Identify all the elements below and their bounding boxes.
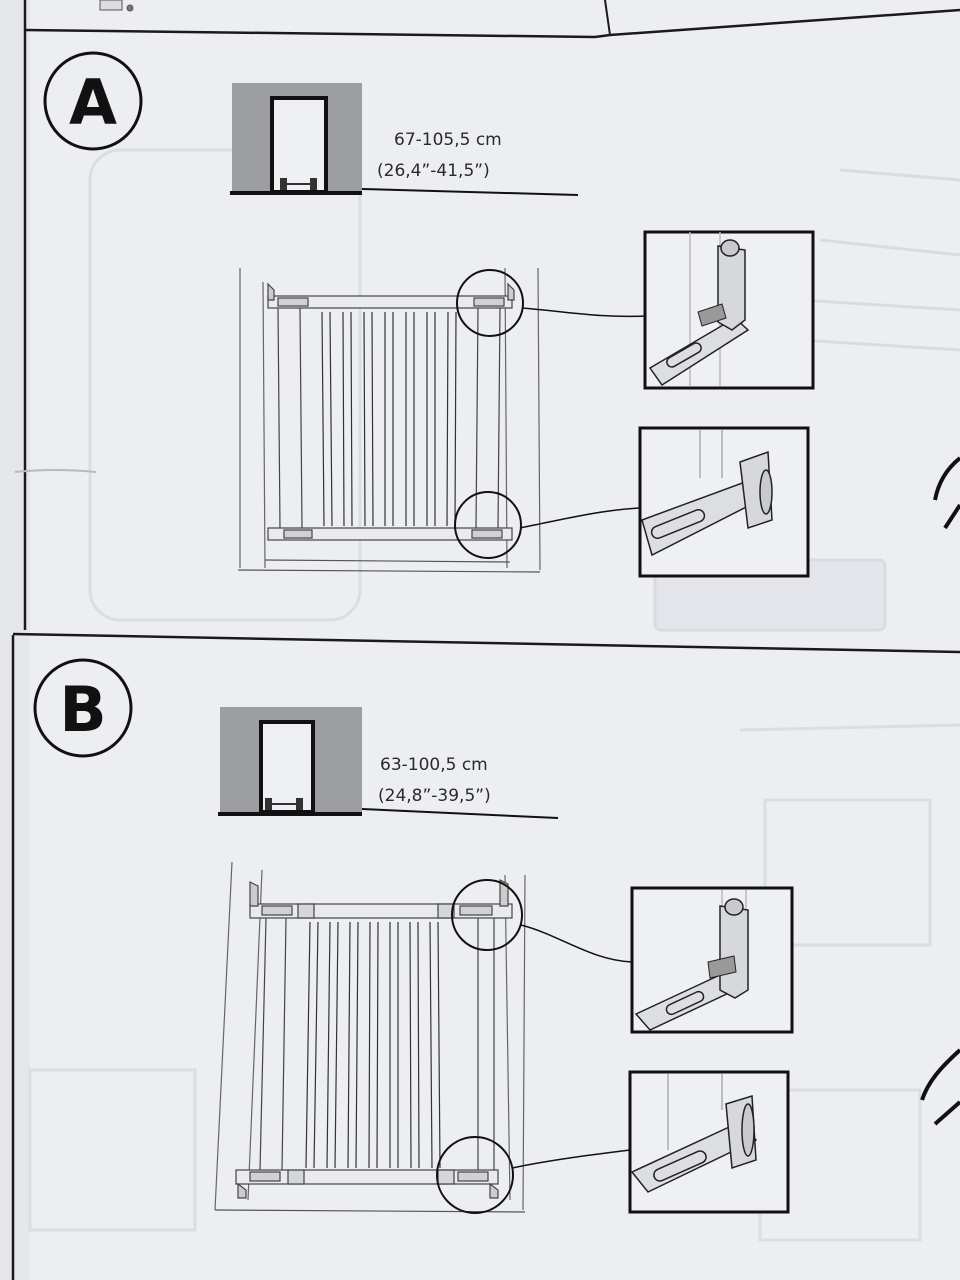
detail-b-top xyxy=(630,886,794,1034)
range-a-cm: 67-105,5 cm xyxy=(394,130,502,150)
range-a-inch: (26,4”-41,5”) xyxy=(377,161,490,181)
fold-crease xyxy=(14,469,97,473)
range-a-underline xyxy=(361,188,579,196)
detail-a-bottom xyxy=(638,426,810,578)
doorway-icon-a xyxy=(230,83,362,195)
detail-b-bottom xyxy=(628,1070,790,1214)
range-b-inch: (24,8”-39,5”) xyxy=(378,786,491,806)
section-a-letter: A xyxy=(69,66,117,139)
range-b-underline xyxy=(361,808,559,819)
doorway-icon-b xyxy=(218,707,362,816)
section-b-badge xyxy=(33,658,133,758)
gate-a xyxy=(237,267,646,573)
frame-lines xyxy=(11,0,960,1280)
section-b-letter: B xyxy=(59,673,106,746)
right-edge-marks xyxy=(920,456,960,1126)
section-a-badge xyxy=(43,51,143,151)
section-a: A 67-105,5 cm (26,4”-41,5”) xyxy=(43,51,815,578)
gate-b xyxy=(214,861,633,1214)
top-remnant-part xyxy=(99,0,134,12)
section-b: B 63-100,5 cm (24,8”-39,5”) xyxy=(33,658,794,1214)
range-b-cm: 63-100,5 cm xyxy=(380,755,488,775)
detail-a-top xyxy=(643,230,815,390)
